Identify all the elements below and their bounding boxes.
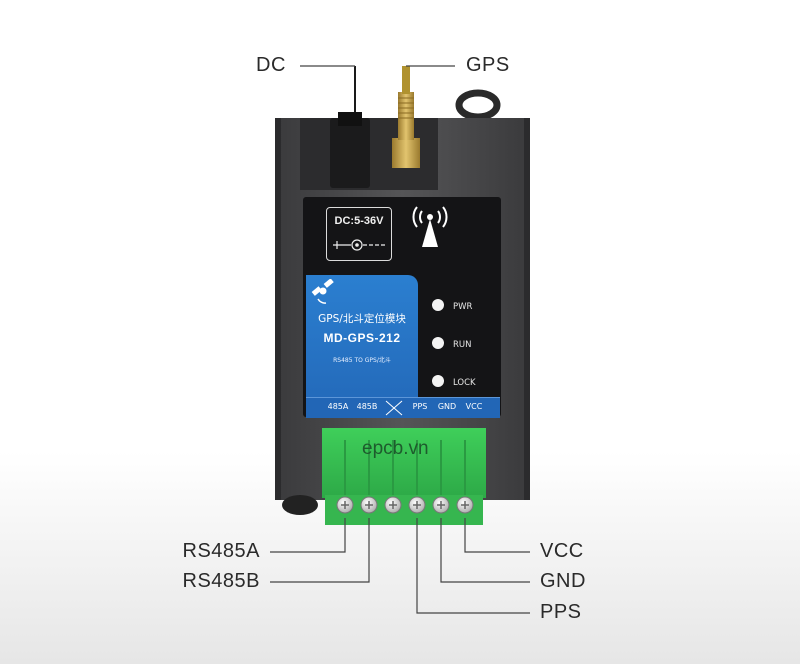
pin-legend: 485A 485B PPS GND VCC: [306, 397, 500, 418]
dc-rating: DC:5-36V: [334, 215, 384, 227]
mounting-foot: [282, 495, 318, 515]
led-lock: [432, 375, 444, 387]
hanging-ring: [455, 89, 501, 121]
led-pwr: [432, 299, 444, 311]
watermark: epcb.vn: [362, 438, 429, 459]
led-label-pwr: PWR: [453, 302, 473, 312]
callout-pps: PPS: [540, 601, 582, 623]
pin-label-vcc: VCC: [465, 402, 483, 411]
satellite-icon: [311, 279, 334, 304]
pin-label-gnd: GND: [437, 402, 457, 411]
led-label-lock: LOCK: [453, 378, 476, 388]
terminal-block: [322, 428, 486, 498]
gps-connector-base: [392, 138, 420, 168]
pin-label-485a: 485A: [327, 402, 349, 411]
callout-rs485b: RS485B: [182, 570, 260, 592]
label-panel: GPS/北斗定位模块 MD-GPS-212 RS485 TO GPS/北斗: [306, 275, 418, 417]
pin-label-485b: 485B: [356, 402, 378, 411]
product-title: GPS/北斗定位模块: [318, 313, 406, 325]
pin-label-pps: PPS: [412, 402, 428, 411]
dc-rating-box: DC:5-36V: [326, 207, 392, 261]
callout-rs485a: RS485A: [182, 540, 260, 562]
led-label-run: RUN: [453, 340, 472, 350]
led-run: [432, 337, 444, 349]
callout-gps: GPS: [466, 54, 510, 76]
callout-dc: DC: [256, 54, 286, 76]
callout-vcc: VCC: [540, 540, 584, 562]
unused-pin-icon: [385, 400, 403, 416]
gps-sma-connector: [398, 92, 414, 140]
dc-polarity-icon: [333, 239, 385, 251]
dc-jack: [330, 118, 370, 188]
model-number: MD-GPS-212: [323, 331, 401, 345]
terminal-screws: [336, 496, 474, 514]
callout-gnd: GND: [540, 570, 586, 592]
product-subtitle: RS485 TO GPS/北斗: [333, 357, 391, 364]
antenna-signal-icon: [412, 206, 448, 247]
